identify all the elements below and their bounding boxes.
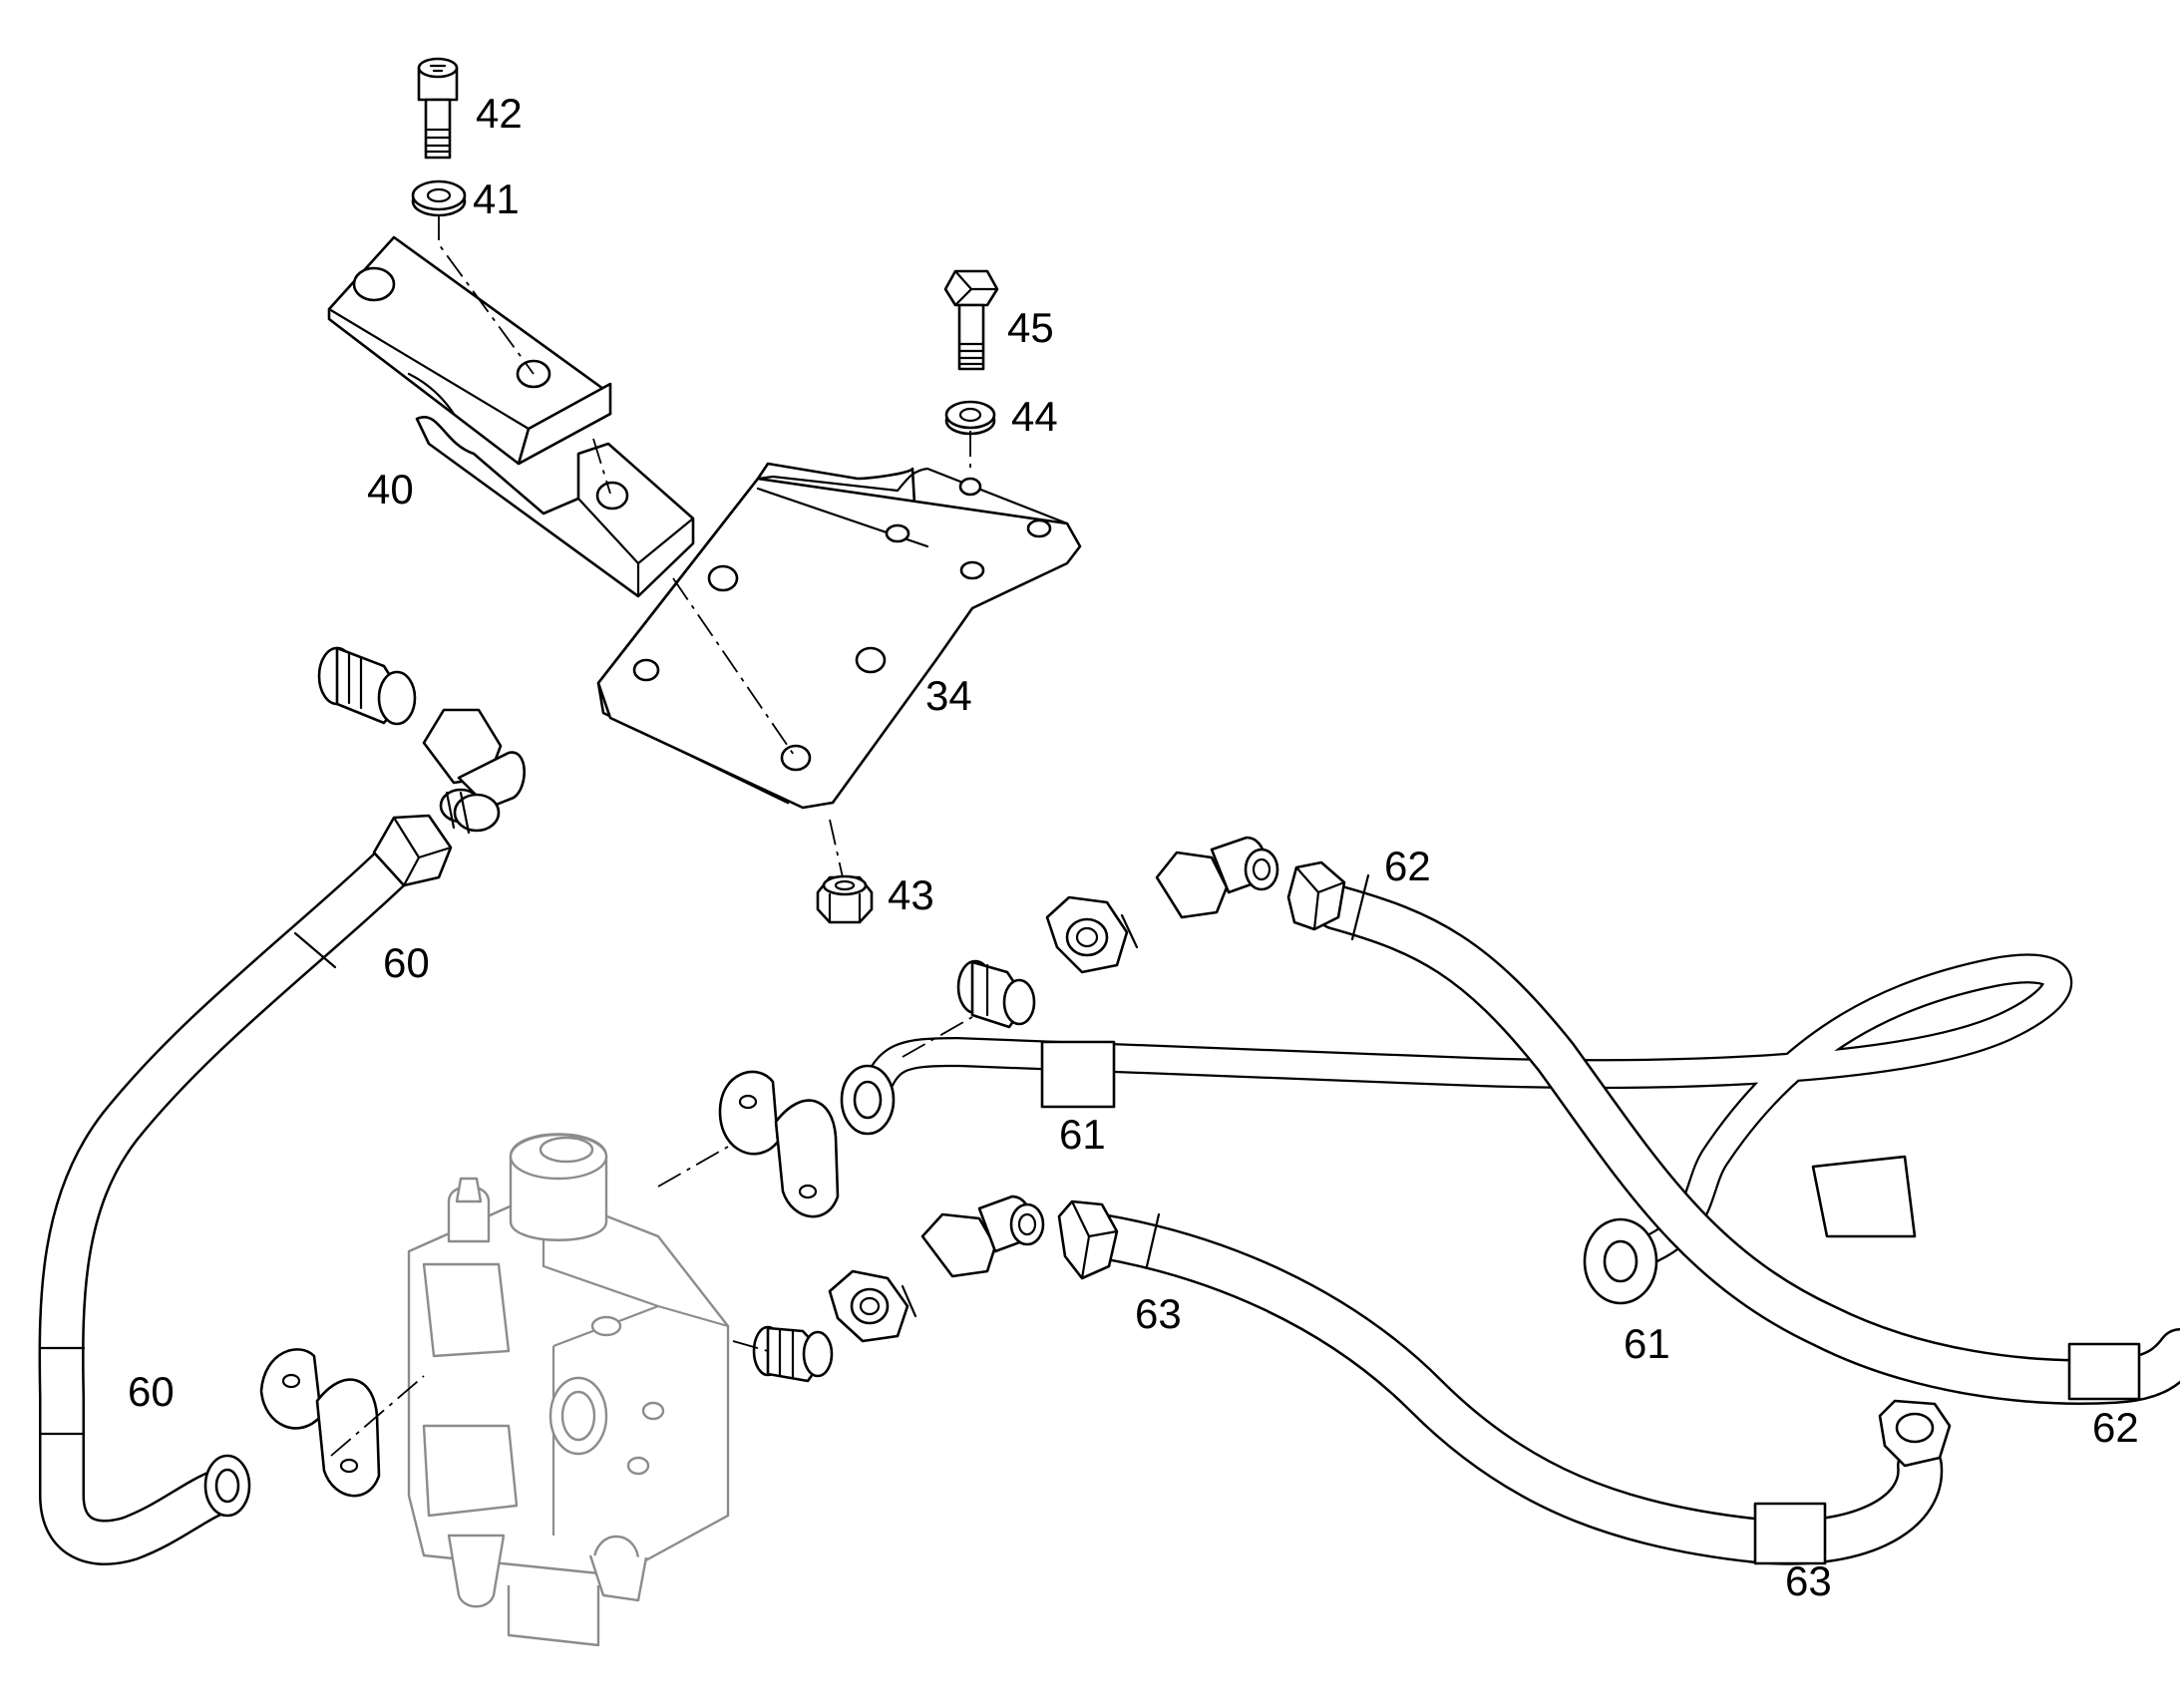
split-flange-left <box>259 1348 381 1498</box>
label-63-left: 63 <box>1135 1290 1182 1337</box>
label-61-left: 61 <box>1059 1111 1106 1158</box>
label-62-top: 62 <box>1384 843 1431 889</box>
washer-44 <box>944 400 996 436</box>
pipe-61 <box>840 953 2073 1305</box>
label-43: 43 <box>888 871 934 918</box>
label-40: 40 <box>367 466 414 512</box>
adapter-upper-2 <box>1045 895 1139 974</box>
label-34: 34 <box>925 672 972 719</box>
label-60-top: 60 <box>383 939 430 986</box>
straight-adapter-top-left <box>317 646 417 726</box>
adapter-upper-1 <box>956 959 1036 1029</box>
bracket-34 <box>596 462 1082 810</box>
label-60-bottom: 60 <box>128 1368 175 1415</box>
bolt-45 <box>943 269 999 371</box>
adapter-lower-2 <box>828 1269 917 1343</box>
label-63-right: 63 <box>1785 1557 1832 1604</box>
label-42: 42 <box>476 90 523 137</box>
adapter-lower-1 <box>752 1325 834 1383</box>
hose-62 <box>1286 860 2180 1405</box>
elbow-fitting-top-left <box>422 708 526 835</box>
valve-block <box>407 1133 730 1647</box>
screw-42 <box>417 57 459 160</box>
label-41: 41 <box>473 175 520 222</box>
label-45: 45 <box>1007 304 1054 351</box>
split-flange-right <box>718 1070 840 1218</box>
elbow-fitting-upper <box>1155 836 1279 919</box>
elbow-fitting-lower <box>920 1195 1045 1278</box>
clamp-40 <box>327 235 695 598</box>
hose-60 <box>38 814 453 1565</box>
nut-43 <box>816 874 874 924</box>
hose-63 <box>1057 1199 1952 1565</box>
label-62-right: 62 <box>2092 1404 2139 1451</box>
label-61-right: 61 <box>1624 1320 1670 1367</box>
part-labels: 42 41 45 44 40 34 43 62 60 61 63 61 60 6… <box>128 90 2139 1604</box>
assembly-center-lines <box>330 214 973 1457</box>
washer-41 <box>411 179 467 217</box>
label-44: 44 <box>1011 393 1058 440</box>
